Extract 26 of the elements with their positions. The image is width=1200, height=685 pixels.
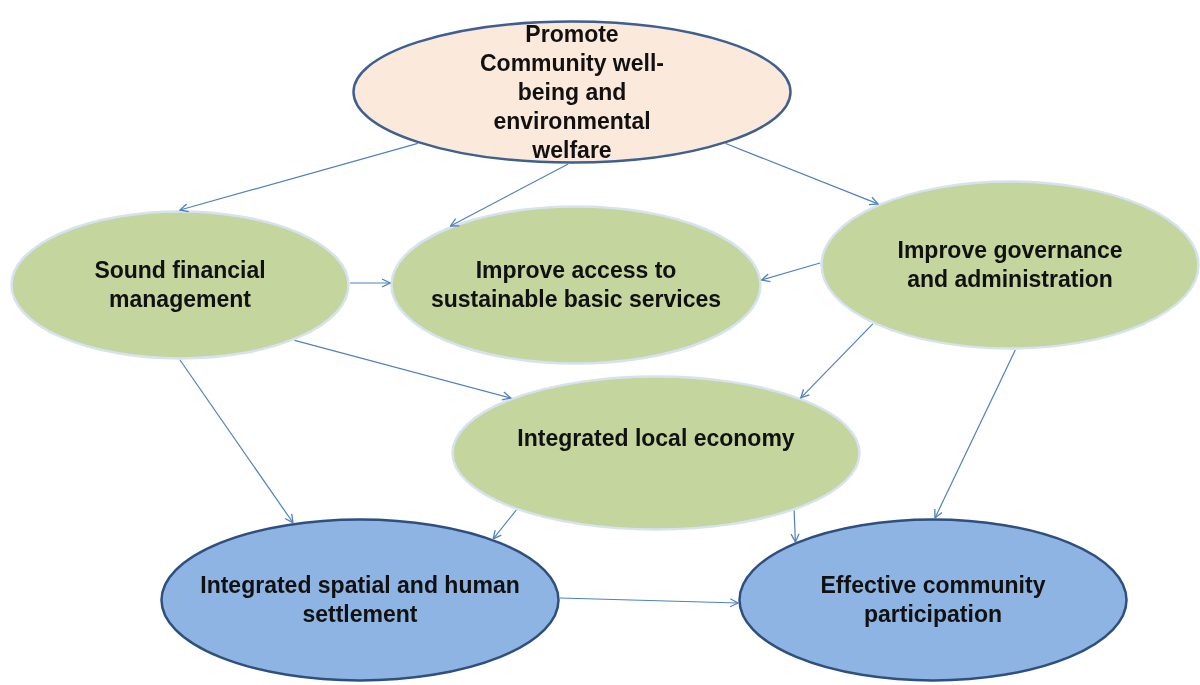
arrow: [492, 509, 517, 540]
node-label: Integrated spatial and human settlement: [199, 571, 521, 629]
ellipse-node: [390, 205, 762, 365]
arrow: [449, 163, 569, 227]
arrow: [725, 142, 879, 206]
ellipse-node: [738, 518, 1128, 682]
node-label: Effective community participation: [819, 571, 1047, 629]
ellipse-node: [820, 180, 1200, 350]
ellipse-node: [160, 518, 560, 682]
arrow: [934, 349, 1016, 519]
arrow: [800, 323, 874, 399]
arrow: [349, 278, 391, 288]
ellipse-node: [451, 375, 861, 531]
node-label: Sound financial management: [93, 256, 267, 314]
arrow: [559, 597, 739, 608]
node-label: Integrated local economy: [516, 423, 796, 453]
ellipse-node: [10, 210, 350, 360]
ellipse-node: [352, 20, 792, 164]
node-label: Promote Community well-being and environmental welfare: [479, 19, 665, 165]
arrow: [294, 339, 512, 401]
arrow: [179, 142, 419, 213]
arrow: [790, 510, 800, 543]
node-label: Improve access to sustainable basic services: [429, 256, 723, 314]
arrow: [761, 262, 821, 283]
node-label: Improve governance and administration: [896, 236, 1124, 294]
arrow: [179, 359, 294, 524]
